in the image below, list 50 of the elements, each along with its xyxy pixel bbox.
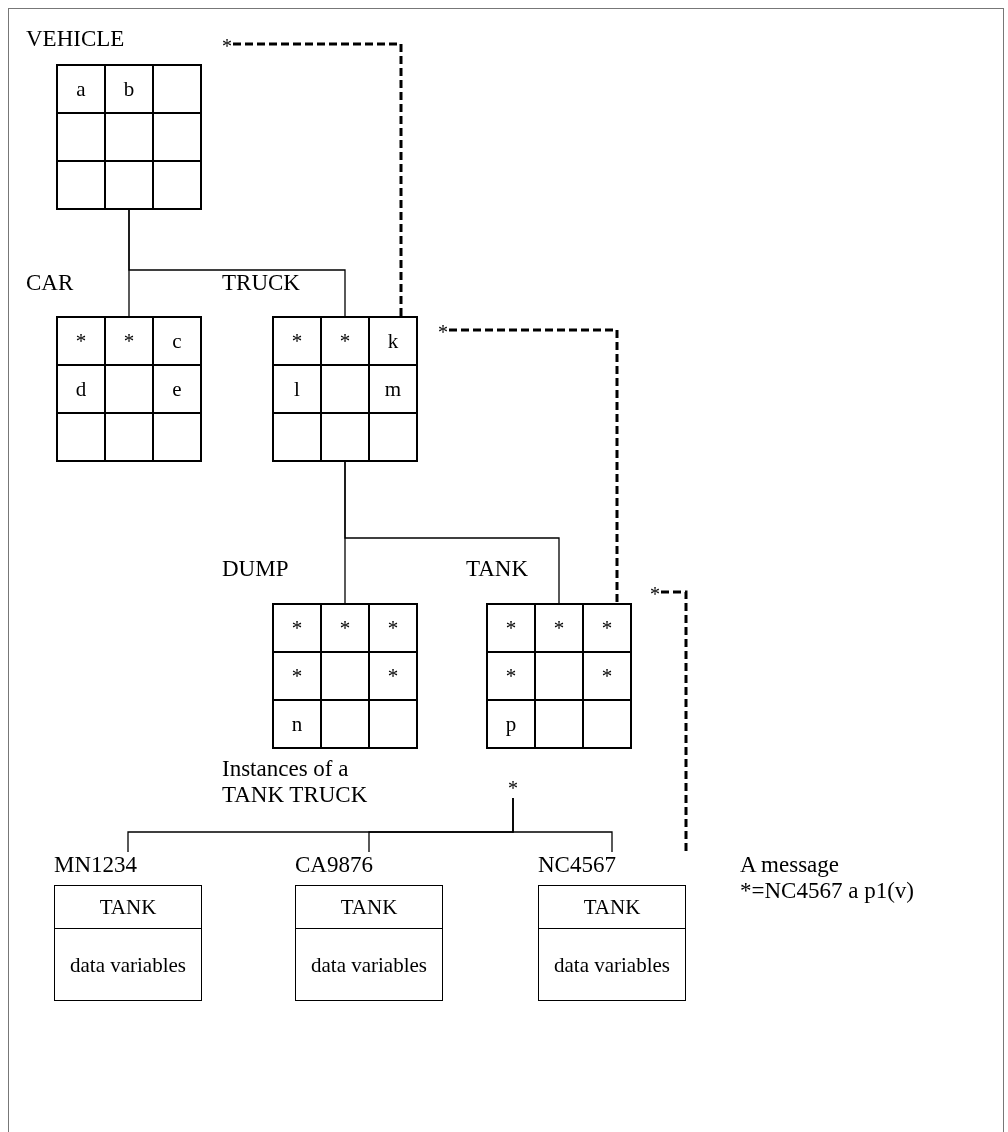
grid-cell: *	[487, 652, 535, 700]
grid-cell: e	[153, 365, 201, 413]
grid-cell: *	[321, 604, 369, 652]
connector-line	[344, 461, 560, 604]
grid-cell: d	[57, 365, 105, 413]
asterisk-marker: *	[650, 584, 660, 604]
grid-cell: *	[369, 604, 417, 652]
grid-cell: a	[57, 65, 105, 113]
class-name: TANK	[99, 894, 157, 920]
grid-cell: *	[321, 317, 369, 365]
class-name: TANK	[583, 894, 641, 920]
grid-cell: k	[369, 317, 417, 365]
message-path-line	[449, 328, 619, 603]
class-name: VEHICLE	[26, 26, 125, 52]
grid-cell: *	[273, 317, 321, 365]
instance-name: NC4567	[538, 852, 616, 878]
grid-cell: *	[369, 652, 417, 700]
note-text: A message *=NC4567 a p1(v)	[740, 852, 915, 904]
grid-cell: *	[535, 604, 583, 652]
note-text: Instances of a TANK TRUCK	[222, 756, 369, 808]
grid-cell: *	[105, 317, 153, 365]
grid-cell: n	[273, 700, 321, 748]
grid-cell: *	[57, 317, 105, 365]
instance-name: MN1234	[54, 852, 138, 878]
message-path-line	[233, 42, 403, 316]
asterisk-marker: *	[508, 778, 518, 798]
connector-line	[128, 209, 346, 317]
class-name: TANK	[466, 556, 529, 582]
class-name: TRUCK	[222, 270, 300, 296]
grid-cell: m	[369, 365, 417, 413]
asterisk-marker: *	[222, 36, 232, 56]
grid-cell: *	[583, 652, 631, 700]
grid-cell: l	[273, 365, 321, 413]
instance-data-text: data variables	[311, 953, 427, 977]
grid-cell: p	[487, 700, 535, 748]
instance-data-text: data variables	[554, 953, 670, 977]
connector-line	[512, 797, 613, 853]
grid-cell: c	[153, 317, 201, 365]
instance-data-text: data variables	[70, 953, 186, 977]
instance-name: CA9876	[295, 852, 373, 878]
grid-cell: *	[583, 604, 631, 652]
message-path-line	[661, 590, 688, 852]
grid-cell: *	[273, 652, 321, 700]
grid-cell: *	[273, 604, 321, 652]
asterisk-marker: *	[438, 322, 448, 342]
class-name: CAR	[26, 270, 74, 296]
grid-cell: b	[105, 65, 153, 113]
class-name: DUMP	[222, 556, 289, 582]
grid-cell: *	[487, 604, 535, 652]
class-name: TANK	[340, 894, 398, 920]
